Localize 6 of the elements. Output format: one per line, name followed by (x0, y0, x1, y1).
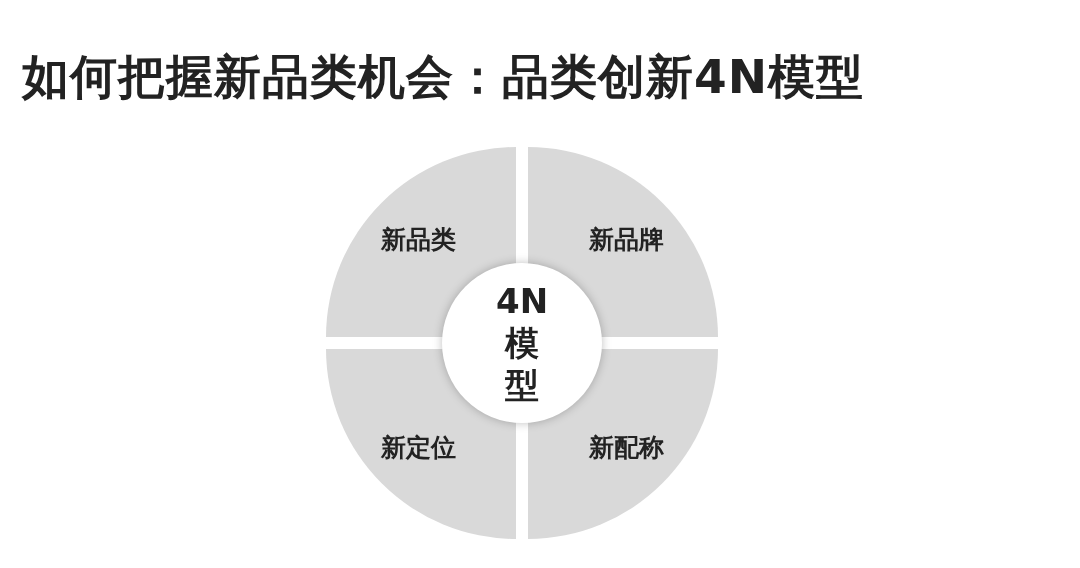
center-label: 4N模型 (496, 280, 548, 406)
title: 如何把握新品类机会：品类创新4N模型 (22, 48, 865, 106)
segment-label: 新品类 (380, 223, 456, 256)
segment-label: 新品牌 (588, 223, 664, 256)
segment-label: 新配称 (588, 431, 664, 464)
segment-label: 新定位 (380, 431, 456, 464)
